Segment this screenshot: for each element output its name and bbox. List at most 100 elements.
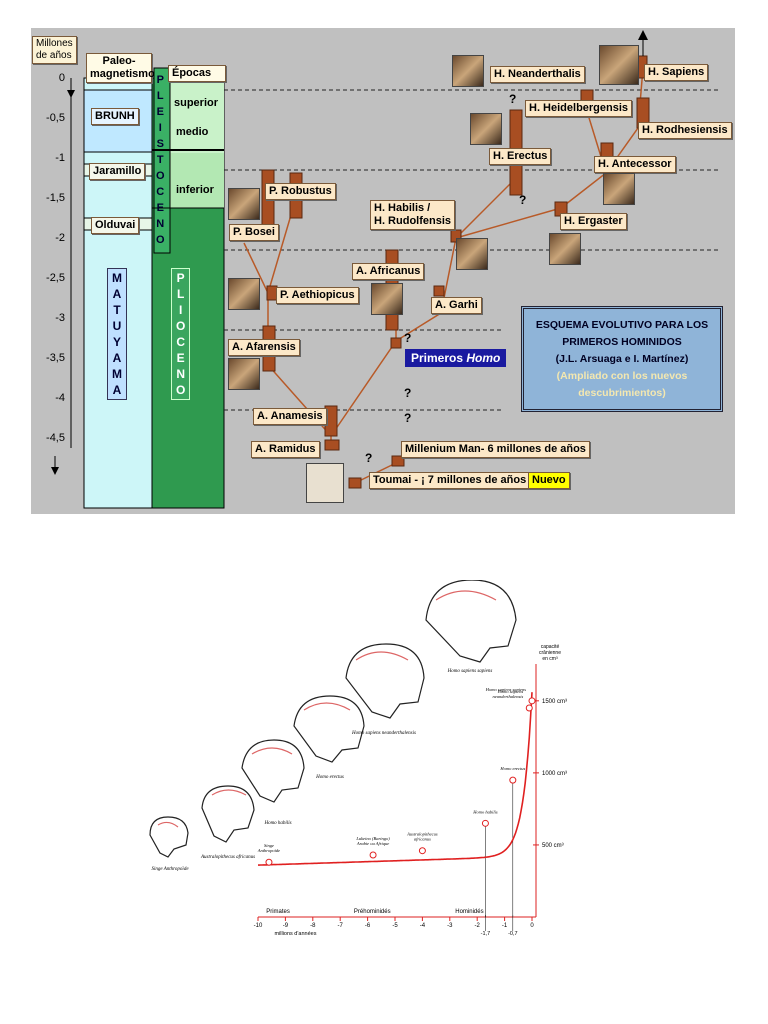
skull-anthropoide-icon [149,816,189,858]
x-tick-label: -6 [365,923,371,929]
title-line-1: ESQUEMA EVOLUTIVO PARA LOS [535,319,709,331]
title-box: ESQUEMA EVOLUTIVO PARA LOS PRIMEROS HOMI… [521,306,723,412]
label-antecessor: H. Antecessor [594,156,676,173]
label-robustus: P. Robustus [265,183,336,200]
axis-arrow-top [67,90,75,98]
data-point [528,697,536,705]
title-line-3: (J.L. Arsuaga e I. Martínez) [555,353,689,365]
band-brunh: BRUNH [91,108,139,125]
data-point [509,776,517,784]
y-tick: -4,5 [46,432,65,444]
subepoch-superior: superior [174,97,219,109]
skull-erectus-icon [293,695,365,763]
paleo-header: Paleo- magnetismo [86,53,155,83]
caption-australopithecus: Australopithecus africanus [200,855,255,860]
title-line-2: PRIMEROS HOMINIDOS [562,336,682,348]
question-mark: ? [509,92,517,106]
label-aethiopicus: P. Aethiopicus [276,287,359,304]
x-tick-label: -4 [420,923,426,929]
band-jaramillo: Jaramillo [89,163,146,180]
label-garhi: A. Garhi [431,297,482,314]
y-tick: -3,5 [46,352,65,364]
skull-habilis-image [456,238,488,270]
skull-australopithecus-icon [201,785,255,843]
x-tick-label: -7 [338,923,344,929]
skull-drawings [149,580,517,858]
subepoch-inferior: inferior [176,184,214,196]
y-tick: -2 [55,232,65,244]
data-point-label: Homo sapiens [497,689,524,694]
data-point-label: Anthropoïde [257,848,280,853]
cranial-capacity-curve [258,692,533,866]
title-line-5: descubrimientos) [578,387,666,399]
label-erectus: H. Erectus [489,148,552,165]
data-point [369,851,377,859]
caption-habilis: Homo habilis [263,821,291,826]
skull-antecessor-image [603,173,635,205]
data-point [525,704,533,712]
skull-africanus-image [371,283,403,315]
title-line-4: (Ampliado con los nuevos [556,370,688,382]
label-sapiens: H. Sapiens [644,64,709,81]
question-mark: ? [519,193,527,207]
x-axis-title: millions d'années [274,931,316,937]
skull-aethiopicus-image [228,278,260,310]
data-point-label: africanus [414,837,431,842]
x-tick-label: -1 [502,923,508,929]
label-toumai: Toumai - ¡ 7 millones de años ! [369,472,537,489]
skull-neanderthalis-image [452,55,484,87]
label-neanderthalis: H. Neanderthalis [490,66,585,83]
question-mark: ? [404,386,412,400]
nuevo-badge: Nuevo [528,472,570,489]
y-tick-label: 1500 cm³ [542,699,567,705]
data-point [265,858,273,866]
zone-label: Primates [266,909,290,915]
data-point-label: Lukeino (Baringo) [355,836,390,841]
skull-sapiens-icon [425,580,517,663]
data-point-label: Homo habilis [472,809,498,814]
label-millenium: Millenium Man- 6 millones de años [401,441,590,458]
x-tick-label: 0 [530,923,534,929]
skull-habilis-icon [241,739,305,803]
y-axis-title: crânienne [539,650,561,656]
x-tick-label: -5 [392,923,398,929]
label-afarensis: A. Afarensis [228,339,300,356]
data-point [481,819,489,827]
skull-sapiens-image [599,45,639,85]
label-bosei: P. Bosei [229,224,279,241]
label-ramidus: A. Ramidus [251,441,320,458]
data-point-label: Homo erectus [499,766,525,771]
question-mark: ? [365,451,373,465]
y-axis-title: capacité [541,644,560,650]
data-point-label: Singe [264,843,274,848]
band-olduvai: Olduvai [91,217,140,234]
x-extra-label: -0,7 [508,931,517,937]
zone-label: Préhominidés [354,909,391,915]
caption-sapiens: Homo sapiens sapiens [447,669,493,674]
label-anamesis: A. Anamesis [253,408,327,425]
x-tick-label: -10 [254,923,263,929]
evolution-diagram: Millones de años Paleo- magnetismo Época… [31,28,735,514]
caption-anthropoide: Singe Anthropoïde [151,867,189,872]
label-heidelbergensis: H. Heidelbergensis [525,100,633,117]
data-point-label: Australopithecus [406,832,438,837]
y-tick: -2,5 [46,272,65,284]
axis-arrow-bottom [51,467,59,475]
label-africanus: A. Africanus [352,263,425,280]
question-mark: ? [404,331,412,345]
skull-toumai-image [306,463,344,503]
subepoch-medio: medio [176,126,209,138]
label-habilis: H. Habilis / H. Rudolfensis [370,200,456,230]
data-point [418,847,426,855]
skull-heidelbergensis-image [470,113,502,145]
label-ergaster: H. Ergaster [560,213,627,230]
y-tick: -1 [55,152,65,164]
data-point-label: neanderthalensis [493,694,524,699]
x-tick-label: -2 [475,923,481,929]
pleistocene-strip [153,67,171,254]
